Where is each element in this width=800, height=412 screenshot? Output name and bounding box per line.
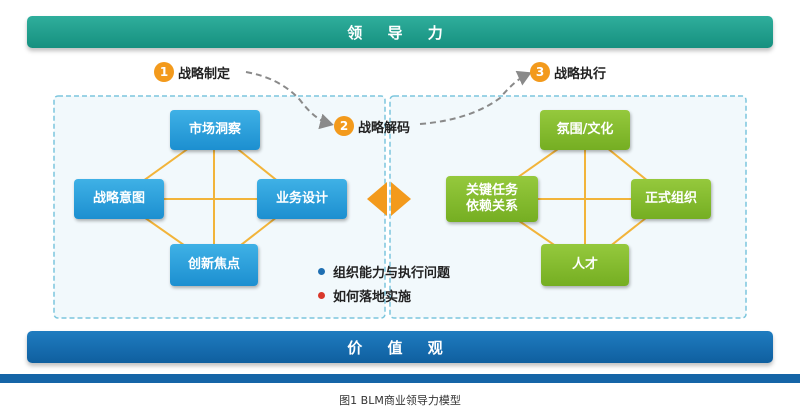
bottom-strip [0,374,800,383]
step-label: 战略解码 [358,120,411,136]
figure-caption: 图1 BLM商业领导力模型 [339,394,461,407]
step-number-badge: 1 [154,62,174,82]
arrow-step1-to-step2 [245,71,334,130]
step-strategy-formulation: 1 战略制定 [154,62,230,82]
step-label: 战略执行 [554,66,607,82]
right-arrowhead [391,182,411,216]
arrow-step2-to-step3 [419,70,532,125]
node-innovation-focus: 创新焦点 [170,244,258,286]
left-arrowhead [367,182,387,216]
node-market-insight: 市场洞察 [170,110,260,150]
step-strategy-decoding: 2 战略解码 [334,116,410,136]
step-label: 战略制定 [178,66,231,82]
step-number-badge: 2 [334,116,354,136]
bullet-dot [318,268,325,275]
leadership-banner: 领 导 力 [27,16,773,48]
node-formal-organization: 正式组织 [631,179,711,219]
bullet-text: 组织能力与执行问题 [333,266,451,281]
node-talent: 人才 [541,244,629,286]
bullet-implementation: 如何落地实施 [318,286,411,305]
step-strategy-execution: 3 战略执行 [530,62,606,82]
bullet-org-capability: 组织能力与执行问题 [318,262,450,281]
step-number-badge: 3 [530,62,550,82]
node-critical-tasks: 关键任务 依赖关系 [446,176,538,222]
node-climate-culture: 氛围/文化 [540,110,630,150]
bullet-text: 如何落地实施 [333,290,412,305]
bullet-dot [318,292,325,299]
node-strategic-intent: 战略意图 [74,179,164,219]
node-business-design: 业务设计 [257,179,347,219]
values-banner: 价 值 观 [27,331,773,363]
right-panel [389,95,747,319]
